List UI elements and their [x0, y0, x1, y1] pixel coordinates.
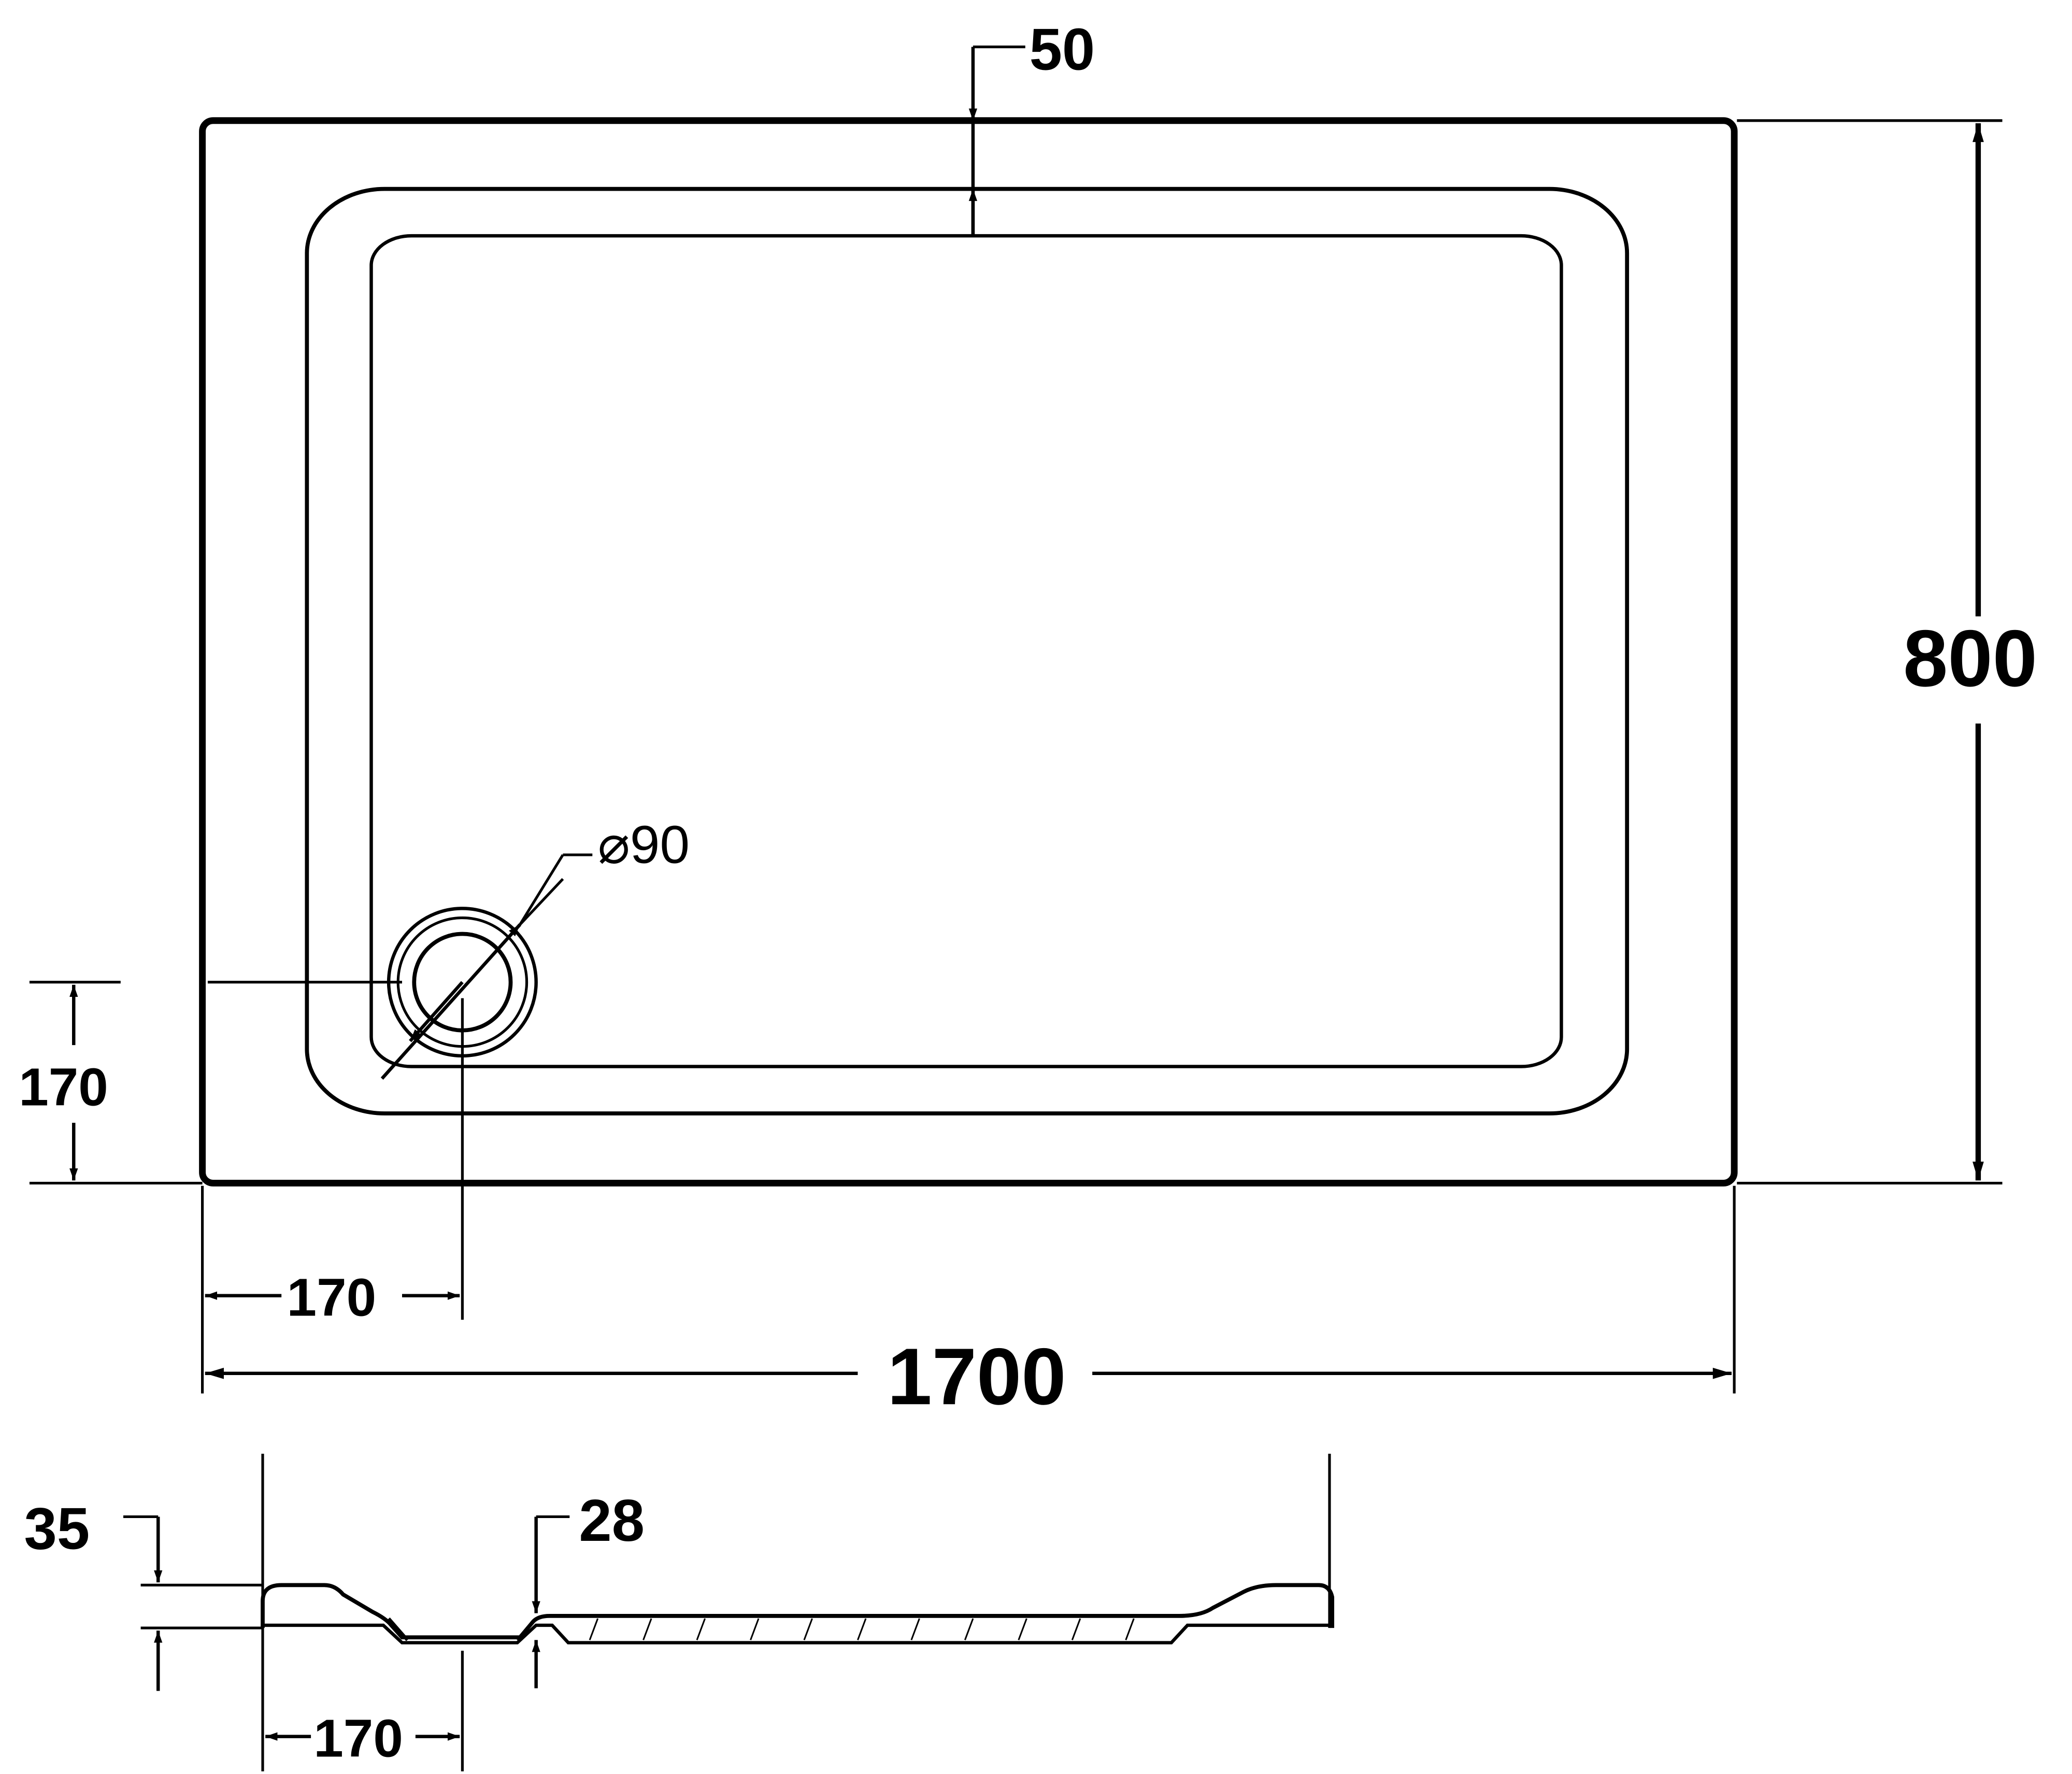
waste-diameter-leader-bottom — [409, 981, 464, 1042]
waste-diameter-leader-ext — [519, 878, 564, 926]
tray-basin-floor — [369, 234, 1563, 1068]
waste-notch-right — [516, 1617, 538, 1641]
base-height-label: 28 — [579, 1488, 645, 1554]
tray-basin-edge — [305, 187, 1630, 1115]
tray-outer-edge — [199, 117, 1738, 1186]
total-height-dimension — [123, 1515, 263, 1691]
waste-outlet — [207, 853, 593, 1320]
plan-view — [29, 45, 2003, 1394]
waste-diameter-leader — [380, 923, 522, 1080]
rim-width-dimension — [968, 45, 1025, 235]
waste-offset-x-label: 170 — [287, 1267, 377, 1327]
waste-diameter-label: ⌀90 — [598, 814, 690, 874]
section-view — [123, 1453, 1335, 1771]
rim-width-label: 50 — [1030, 17, 1095, 82]
section-waste-offset-label: 170 — [313, 1708, 403, 1768]
tray-section-underside — [262, 1623, 1333, 1644]
overall-width-label: 800 — [1903, 613, 2037, 703]
overall-length-label: 1700 — [887, 1332, 1066, 1421]
waste-offset-y-dimension — [29, 981, 203, 1185]
base-height-dimension — [532, 1515, 570, 1689]
waste-offset-y-label: 170 — [19, 1057, 108, 1117]
total-height-label: 35 — [24, 1496, 90, 1562]
overall-width-dimension — [1737, 119, 2003, 1185]
section-hatch — [589, 1618, 1135, 1640]
waste-notch-left — [387, 1617, 409, 1641]
tray-section-profile — [261, 1583, 1335, 1640]
